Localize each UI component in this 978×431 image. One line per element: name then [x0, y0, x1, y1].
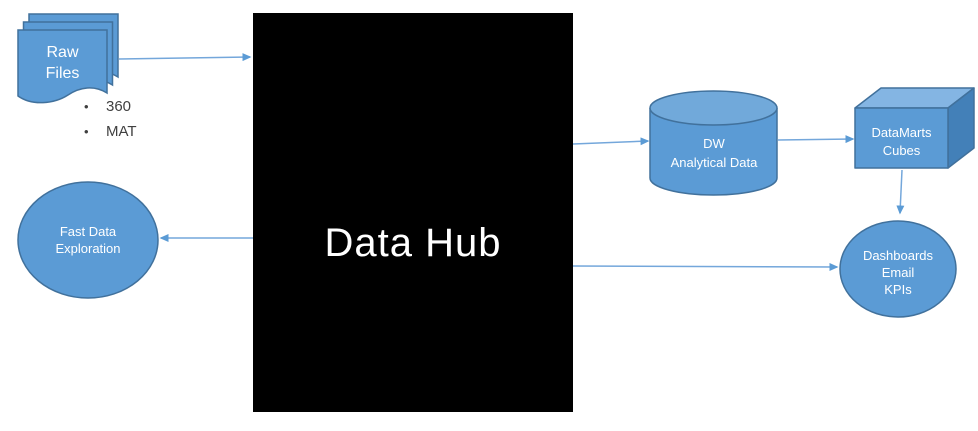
raw-files-bullet-list: • 360 • MAT — [84, 94, 137, 144]
dw-cylinder-top — [649, 90, 778, 126]
data-hub-title: Data Hub — [324, 221, 502, 265]
arrow-hub-to-dashboards — [572, 262, 839, 271]
bullet-item-360: • 360 — [84, 94, 137, 119]
bullet-text: MAT — [106, 123, 137, 140]
raw-files-stack — [17, 13, 119, 104]
cube-front-face — [854, 107, 949, 169]
arrow-hub-to-dw — [572, 137, 650, 146]
dashboards-ellipse — [839, 220, 957, 318]
bullet-marker-icon: • — [84, 99, 89, 114]
data-hub-box: Data Hub — [253, 13, 573, 412]
dw-cylinder — [649, 90, 778, 196]
fast-data-ellipse — [17, 181, 159, 299]
bullet-text: 360 — [106, 98, 132, 115]
arrow-dw-to-datamarts — [777, 135, 855, 144]
bullet-marker-icon: • — [84, 124, 89, 139]
datamarts-cube — [854, 87, 975, 169]
arrow-rawfiles-to-hub — [118, 53, 252, 62]
dw-cylinder-body — [649, 108, 778, 196]
document-shape-front — [17, 29, 108, 104]
arrow-datamarts-to-dashboards — [896, 169, 905, 215]
connector-arrows — [118, 53, 905, 271]
bullet-item-mat: • MAT — [84, 119, 137, 144]
